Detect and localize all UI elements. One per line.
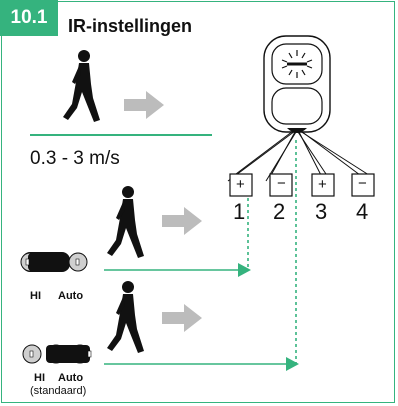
motion-arrow-icon-3 — [162, 304, 202, 332]
jumper-2-default-note: (standaard) — [30, 385, 87, 397]
ir-sensor-icon — [263, 35, 331, 133]
terminal-label-4: 4 — [356, 199, 369, 224]
jumper-setting-1 — [20, 252, 88, 272]
jumper-setting-2 — [22, 344, 92, 364]
green-arrowhead-icon-2 — [286, 357, 299, 371]
divider-line — [30, 134, 212, 136]
terminal-label-2: 2 — [273, 199, 286, 224]
speed-range-label: 0.3 - 3 m/s — [30, 148, 120, 169]
motion-arrow-icon-2 — [162, 207, 202, 235]
jumper-1-auto-label: Auto — [58, 290, 84, 302]
section-title: IR-instellingen — [68, 16, 193, 36]
terminal-blocks — [229, 173, 375, 197]
terminal-sign-3: + — [318, 176, 327, 193]
jumper-2-auto-label: Auto — [58, 372, 84, 384]
terminal-sign-2: − — [277, 175, 286, 192]
motion-arrow-icon — [124, 91, 164, 119]
walking-person-icon-2 — [107, 186, 144, 258]
sensor-wires — [227, 130, 373, 182]
green-arrowhead-icon — [238, 263, 251, 277]
jumper-1-hi-label: HI — [30, 290, 41, 302]
terminal-label-3: 3 — [315, 199, 328, 224]
terminal-sign-4: − — [358, 175, 367, 192]
walking-person-icon — [63, 50, 100, 122]
terminal-label-1: 1 — [233, 199, 246, 224]
terminal-sign-1: + — [236, 176, 245, 193]
section-number-badge: 10.1 — [0, 0, 58, 36]
jumper-2-hi-label: HI — [34, 372, 45, 384]
walking-person-icon-3 — [107, 281, 144, 353]
